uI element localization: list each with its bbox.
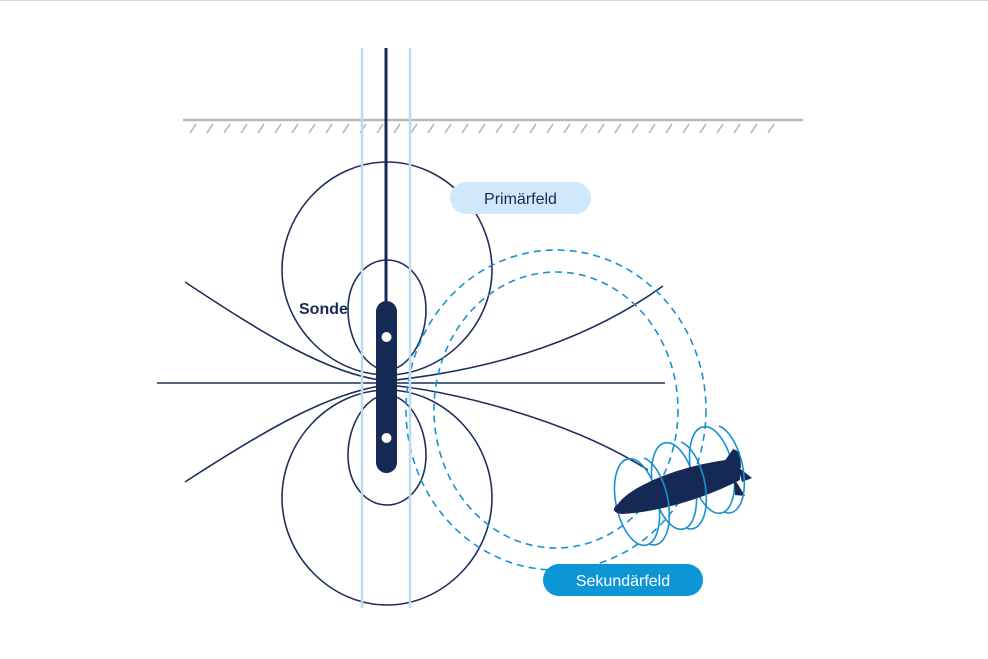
ground-hatch-mark xyxy=(767,123,775,134)
ground-hatch-mark xyxy=(206,123,214,134)
ground-hatch-mark xyxy=(665,123,673,134)
ground-hatch-mark xyxy=(750,123,758,134)
borehole-casing xyxy=(360,48,412,608)
secondary-field-inner xyxy=(433,271,679,549)
ground-hatch-mark xyxy=(546,123,554,134)
upper-field-line xyxy=(184,281,664,382)
secondary-field-lines xyxy=(405,249,707,571)
primary-field-label: Primärfeld xyxy=(484,191,557,208)
eddy-current-rings-front xyxy=(643,425,746,546)
secondary-field-outer xyxy=(405,249,707,571)
ground-hatch-mark xyxy=(223,123,231,134)
ground-hatch-mark xyxy=(444,123,452,134)
ground-hatch-mark xyxy=(529,123,537,134)
ground-hatch-mark xyxy=(240,123,248,134)
ground-hatch-mark xyxy=(563,123,571,134)
ground-surface xyxy=(183,118,803,134)
ground-hatch-mark xyxy=(682,123,690,134)
ground-hatch-mark xyxy=(716,123,724,134)
ground-hatch-mark xyxy=(393,123,401,134)
ground-hatch-mark xyxy=(495,123,503,134)
lower-inner-lobe xyxy=(347,394,427,506)
lower-outer-lobe xyxy=(281,389,493,606)
top-border xyxy=(0,0,988,1)
secondary-field-badge: Sekundärfeld xyxy=(543,564,703,596)
lower-field-line xyxy=(184,384,649,483)
ground-hatch-mark xyxy=(342,123,350,134)
primary-field-pill xyxy=(450,182,591,214)
ground-hatching xyxy=(189,123,775,134)
secondary-field-pill xyxy=(543,564,703,596)
sonde-probe-icon xyxy=(376,301,397,473)
secondary-field-label: Sekundärfeld xyxy=(576,573,670,590)
ground-hatch-mark xyxy=(597,123,605,134)
sonde-label: Sonde xyxy=(299,301,348,318)
buried-object xyxy=(613,425,752,547)
ground-hatch-mark xyxy=(376,123,384,134)
ground-hatch-mark xyxy=(478,123,486,134)
ground-hatch-mark xyxy=(699,123,707,134)
ground-hatch-mark xyxy=(274,123,282,134)
ground-hatch-mark xyxy=(291,123,299,134)
primary-field-badge: Primärfeld xyxy=(450,182,591,214)
probe-coil-upper xyxy=(381,332,392,342)
probe-coil-lower xyxy=(381,433,392,443)
ground-hatch-mark xyxy=(648,123,656,134)
sonde-probe-body xyxy=(376,301,397,473)
ground-hatch-mark xyxy=(410,123,418,134)
ground-hatch-mark xyxy=(512,123,520,134)
ground-hatch-mark xyxy=(257,123,265,134)
buried-ordnance-icon xyxy=(613,449,752,514)
ground-hatch-mark xyxy=(580,123,588,134)
ground-hatch-mark xyxy=(325,123,333,134)
ground-hatch-mark xyxy=(427,123,435,134)
ground-hatch-mark xyxy=(631,123,639,134)
ground-hatch-mark xyxy=(614,123,622,134)
ground-hatch-mark xyxy=(733,123,741,134)
ground-hatch-mark xyxy=(189,123,197,134)
ground-hatch-mark xyxy=(461,123,469,134)
ground-hatch-mark xyxy=(308,123,316,134)
